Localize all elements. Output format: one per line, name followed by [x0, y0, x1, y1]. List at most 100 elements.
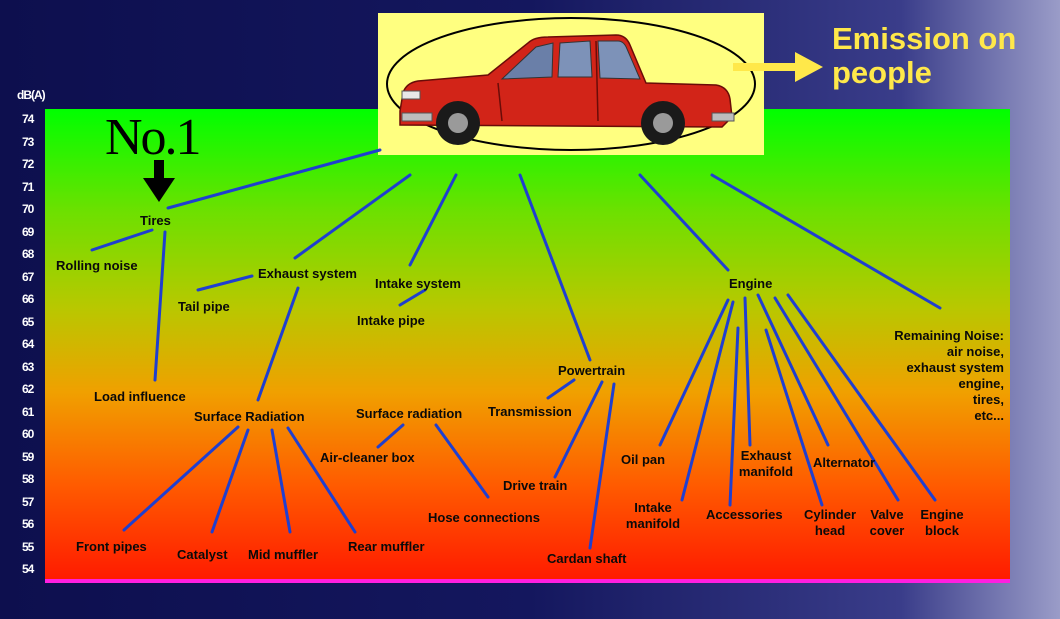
- db-tick-label: 59: [22, 449, 34, 464]
- connector-line: [743, 296, 752, 447]
- db-tick-label: 62: [22, 382, 34, 396]
- db-tick-label: 63: [22, 359, 34, 374]
- db-tick-label: 70: [22, 202, 34, 216]
- connector-line: [756, 293, 830, 447]
- node-intake-manifold-line2: manifold: [625, 516, 681, 531]
- node-intake-pipe: Intake pipe: [357, 313, 425, 328]
- db-tick-label: 73: [22, 134, 34, 149]
- db-tick-label: 61: [22, 404, 34, 419]
- connector-line: [546, 378, 576, 400]
- db-tick-label: 56: [22, 517, 34, 531]
- db-tick-label: 65: [22, 314, 34, 329]
- connector-line: [196, 274, 254, 292]
- connector-line: [588, 382, 616, 550]
- car-ellipse: [386, 17, 756, 151]
- node-engine-block-line1: Engine: [920, 507, 964, 522]
- node-tail-pipe: Tail pipe: [178, 299, 230, 314]
- db-tick-label: 54: [22, 562, 34, 576]
- node-air-cleaner-box: Air-cleaner box: [320, 450, 415, 465]
- connector-line: [680, 300, 735, 502]
- node-hose-connections: Hose connections: [428, 510, 540, 525]
- connector-line: [293, 173, 412, 260]
- connector-line: [210, 428, 250, 534]
- connector-line: [764, 328, 824, 507]
- car-illustration: [386, 17, 756, 151]
- emission-arrow-icon: [733, 52, 823, 82]
- remaining-noise-line2: air noise,: [946, 344, 1004, 359]
- connector-line: [270, 428, 292, 534]
- db-tick-label: 68: [22, 247, 34, 261]
- node-intake-system: Intake system: [375, 276, 461, 291]
- connector-line: [90, 228, 154, 252]
- connector-line: [638, 173, 730, 272]
- connector-line: [286, 426, 357, 534]
- connector-line: [408, 173, 458, 267]
- connector-line: [553, 380, 604, 479]
- db-tick-label: 71: [22, 179, 34, 194]
- emission-title-line2: people: [832, 55, 932, 90]
- remaining-noise-line6: etc...: [974, 408, 1004, 423]
- node-load-influence: Load influence: [94, 389, 186, 404]
- db-tick-label: 74: [22, 112, 34, 126]
- connector-line: [166, 148, 382, 210]
- node-engine: Engine: [729, 276, 773, 291]
- db-tick-label: 69: [22, 224, 34, 239]
- connector-line: [434, 423, 490, 499]
- baseline-bar: [45, 579, 1010, 583]
- connector-line: [773, 296, 900, 502]
- node-exhaust-manifold-line1: Exhaust: [740, 448, 792, 463]
- node-valve-cover-line2: cover: [869, 523, 905, 538]
- db-tick-label: 72: [22, 157, 34, 171]
- connector-line: [658, 298, 730, 447]
- connector-line: [518, 173, 592, 362]
- node-valve-cover: Valve cover: [862, 507, 912, 539]
- connector-line: [376, 423, 405, 449]
- node-front-pipes: Front pipes: [76, 539, 147, 554]
- node-engine-block: Engine block: [915, 507, 969, 539]
- connector-line: [398, 288, 427, 307]
- db-tick-label: 64: [22, 337, 34, 351]
- db-tick-label: 55: [22, 539, 34, 554]
- remaining-noise-line4: engine,: [958, 376, 1004, 391]
- connector-line: [256, 286, 300, 402]
- node-remaining-noise: Remaining Noise: air noise, exhaust syst…: [860, 328, 1004, 424]
- node-exhaust-system: Exhaust system: [258, 266, 357, 281]
- node-rear-muffler: Rear muffler: [348, 539, 425, 554]
- remaining-noise-line1: Remaining Noise:: [894, 328, 1004, 343]
- node-powertrain: Powertrain: [558, 363, 626, 378]
- connector-line: [710, 173, 942, 310]
- db-tick-label: 66: [22, 292, 34, 306]
- car-highlight-box: [378, 13, 764, 155]
- node-surface-radiation-intake: Surface radiation: [356, 406, 463, 421]
- db-tick-label: 57: [22, 494, 34, 509]
- node-intake-manifold: Intake manifold: [618, 500, 688, 532]
- node-accessories: Accessories: [706, 507, 783, 522]
- node-cylinder-head-line2: head: [814, 523, 846, 538]
- node-cylinder-head-line1: Cylinder: [803, 507, 856, 522]
- node-intake-manifold-line1: Intake: [634, 500, 672, 515]
- no1-down-arrow: [143, 160, 175, 202]
- node-mid-muffler: Mid muffler: [248, 547, 319, 562]
- node-alternator: Alternator: [813, 455, 876, 470]
- node-cardan-shaft: Cardan shaft: [547, 551, 627, 566]
- node-drive-train: Drive train: [503, 478, 568, 493]
- node-cylinder-head: Cylinder head: [798, 507, 862, 539]
- node-exhaust-manifold-line2: manifold: [738, 464, 794, 479]
- db-tick-label: 67: [22, 269, 34, 284]
- node-valve-cover-line1: Valve: [870, 507, 904, 522]
- noise-level-gradient-panel: [45, 109, 1010, 581]
- car-icon: [399, 34, 735, 145]
- db-tick-label: 58: [22, 472, 34, 486]
- node-engine-block-line2: block: [925, 523, 959, 538]
- remaining-noise-line5: tires,: [972, 392, 1004, 407]
- emission-title-line1: Emission on: [832, 21, 1017, 56]
- node-exhaust-manifold: Exhaust manifold: [734, 448, 798, 480]
- db-scale-unit: dB(A): [17, 88, 46, 102]
- node-catalyst: Catalyst: [177, 547, 228, 562]
- rank-label: No.1: [105, 109, 202, 166]
- connector-line: [728, 326, 740, 507]
- node-oil-pan: Oil pan: [621, 452, 666, 467]
- connector-line: [122, 425, 240, 532]
